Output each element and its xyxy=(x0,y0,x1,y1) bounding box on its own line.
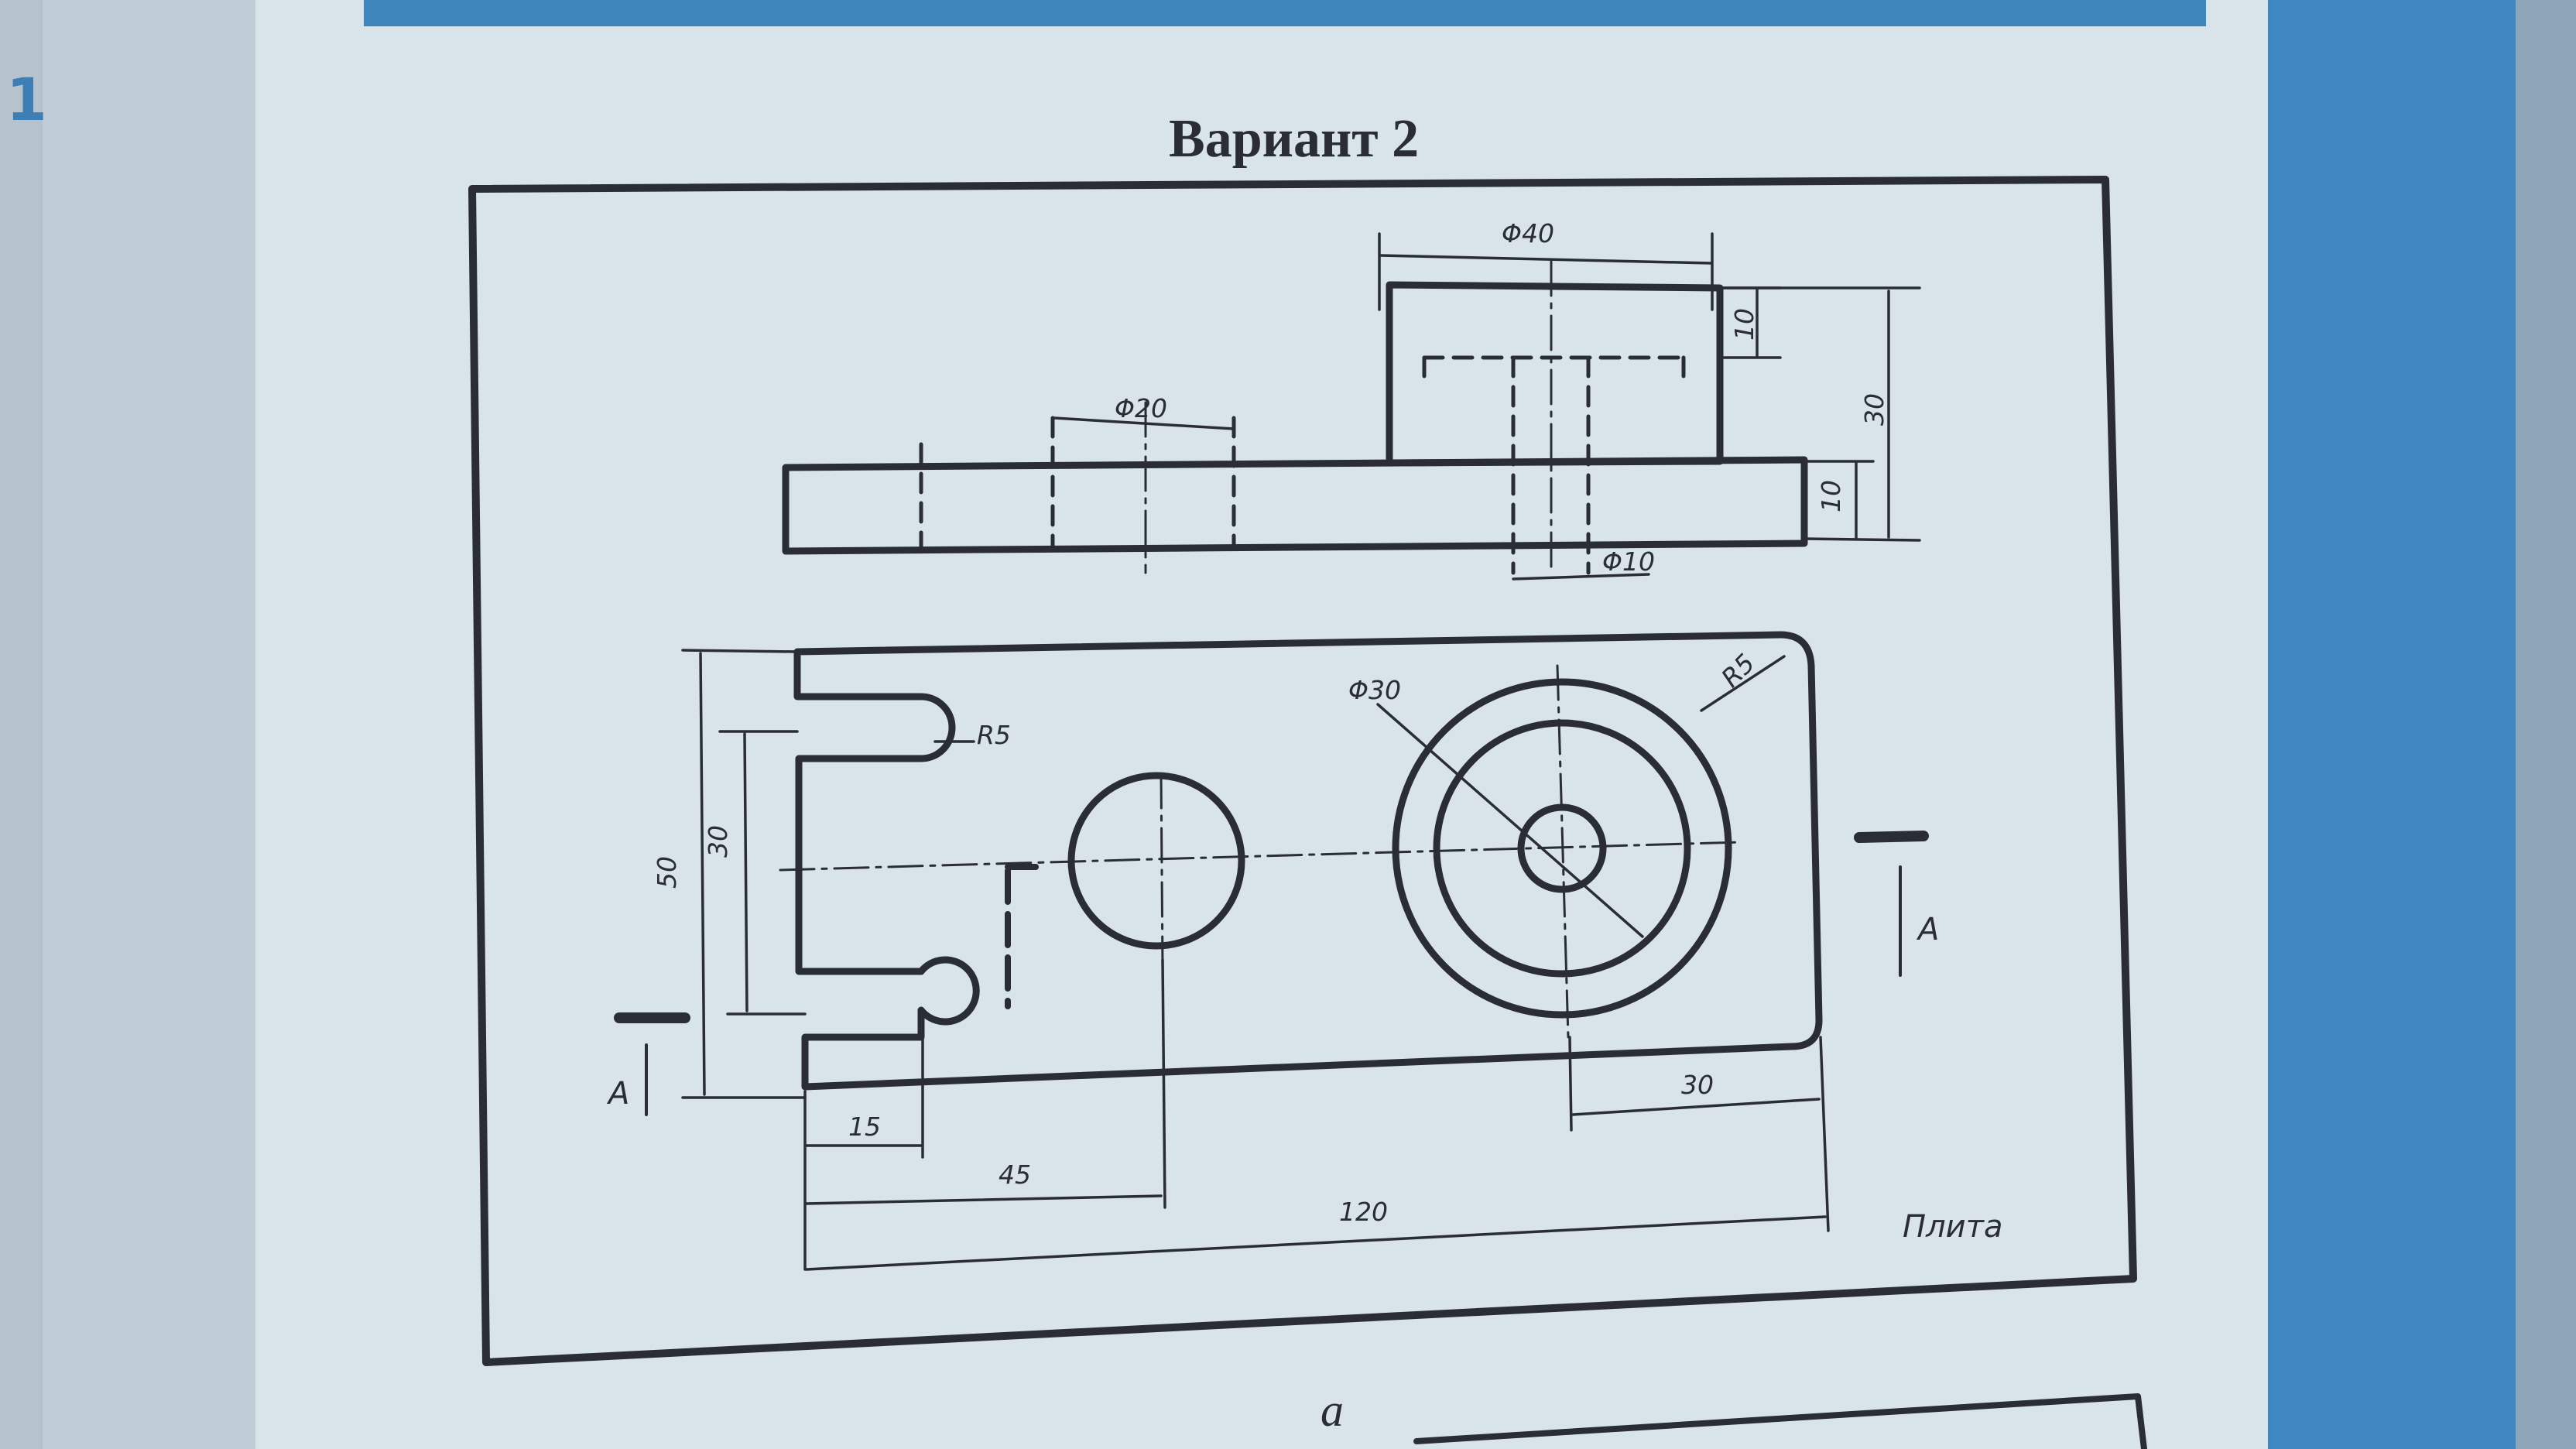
top-view xyxy=(779,631,1823,1091)
dim-boss-offset: 30 xyxy=(1681,1070,1714,1100)
dim-hole-position: 45 xyxy=(999,1160,1031,1190)
section-label-right: А xyxy=(1918,912,1940,947)
hidden-lines xyxy=(919,355,1686,575)
section-label-left: А xyxy=(608,1076,630,1112)
boss-outer-circle xyxy=(1392,678,1732,1019)
dim-slot-radius: R5 xyxy=(977,720,1011,750)
dim-counterbore-depth: 10 xyxy=(1729,308,1759,341)
figure-label: а xyxy=(1321,1385,1344,1436)
boss-inner-circle xyxy=(1433,719,1691,978)
dim-bolt-hole-diameter: Φ20 xyxy=(1115,393,1167,423)
plate-outline xyxy=(793,631,1823,1091)
dim-boss-diameter: Φ40 xyxy=(1502,218,1554,248)
next-frame-edge xyxy=(1413,1393,2147,1449)
dim-total-height: 30 xyxy=(1859,393,1889,426)
dimension-lines xyxy=(681,232,1921,1271)
dim-slot-depth: 15 xyxy=(848,1112,881,1142)
dim-bore-diameter: Φ10 xyxy=(1602,546,1655,577)
section-marker-left xyxy=(614,1012,690,1116)
variant-title: Вариант 2 xyxy=(1169,109,1420,169)
drawing-frame xyxy=(468,176,2137,1366)
dim-slot-width: 30 xyxy=(703,825,733,858)
top-blue-stripe xyxy=(364,0,2206,26)
section-marker-right xyxy=(1854,831,1929,977)
part-name: Плита xyxy=(1903,1209,2003,1245)
dim-bore-outer-diameter: Φ30 xyxy=(1348,675,1401,705)
dim-plate-length: 120 xyxy=(1339,1197,1388,1227)
right-blue-band xyxy=(2268,0,2523,1449)
page-number: 1 xyxy=(6,65,47,134)
dim-plate-width: 50 xyxy=(652,856,682,889)
dim-plate-thickness: 10 xyxy=(1816,480,1846,512)
